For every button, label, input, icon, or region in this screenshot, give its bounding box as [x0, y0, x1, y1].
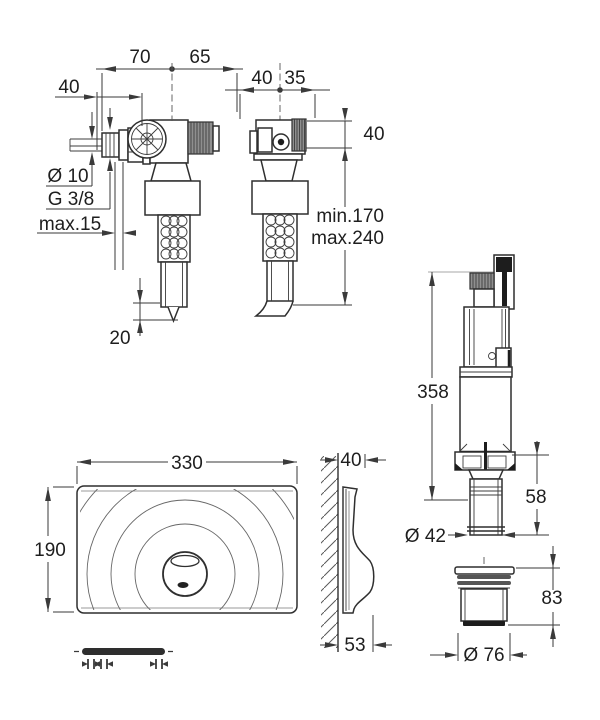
- dim-outlet-diameter: Ø 42: [405, 526, 446, 547]
- dim-65: 65: [189, 47, 210, 68]
- dim-height-min: min.170: [316, 206, 384, 227]
- dim-offset-35: 35: [284, 68, 305, 89]
- bellows-front: [262, 213, 298, 262]
- dim-pipe-diameter: Ø 10: [47, 166, 88, 187]
- flush-plate-front-dimensions: 330 190: [34, 453, 298, 613]
- valve-wheel-icon: [127, 119, 167, 159]
- outlet-connector-view: [454, 557, 515, 626]
- dim-tip-20: 20: [109, 328, 130, 349]
- bellows-side: [157, 214, 191, 263]
- dim-thread-size: G 3/8: [48, 189, 94, 210]
- dim-diameter-76: Ø 76: [463, 645, 504, 666]
- dim-70: 70: [129, 47, 150, 68]
- dim-max-wall: max.15: [39, 214, 101, 235]
- sensor-button[interactable]: [162, 551, 208, 597]
- flush-plate-side-dimensions: 40 53: [320, 450, 392, 656]
- dim-depth-53: 53: [344, 635, 365, 656]
- dim-58: 58: [525, 487, 546, 508]
- flush-valve-dimensions: 358 58 Ø 42: [405, 272, 549, 547]
- plate-profile-bar: [74, 648, 173, 669]
- dim-83: 83: [541, 588, 562, 609]
- flush-valve-view: [428, 254, 516, 536]
- dim-offset-40: 40: [251, 68, 272, 89]
- dim-330: 330: [171, 453, 203, 474]
- dim-190: 190: [34, 540, 66, 561]
- flush-plate-side-view: [321, 453, 375, 652]
- dim-head-height-40: 40: [363, 124, 384, 145]
- fill-valve-front-dimensions: 40 35 40 min.170 max.240: [225, 68, 385, 306]
- flush-plate-front-view: [76, 485, 298, 614]
- dim-height-max: max.240: [311, 228, 384, 249]
- fill-valve-side-dimensions: 40 70 65 Ø 10 G 3/8 max.15 20: [37, 47, 243, 349]
- dim-358: 358: [417, 382, 449, 403]
- ripple-arcs: [80, 489, 294, 610]
- dim-inlet-40: 40: [58, 77, 79, 98]
- profile-tick-marks: [82, 659, 168, 669]
- wall-hatching: [321, 456, 338, 648]
- outlet-connector-dimensions: 83 Ø 76: [430, 546, 563, 666]
- fill-valve-front-view: [249, 63, 309, 317]
- dim-depth-40: 40: [340, 450, 361, 471]
- fill-valve-side-view: [69, 119, 220, 324]
